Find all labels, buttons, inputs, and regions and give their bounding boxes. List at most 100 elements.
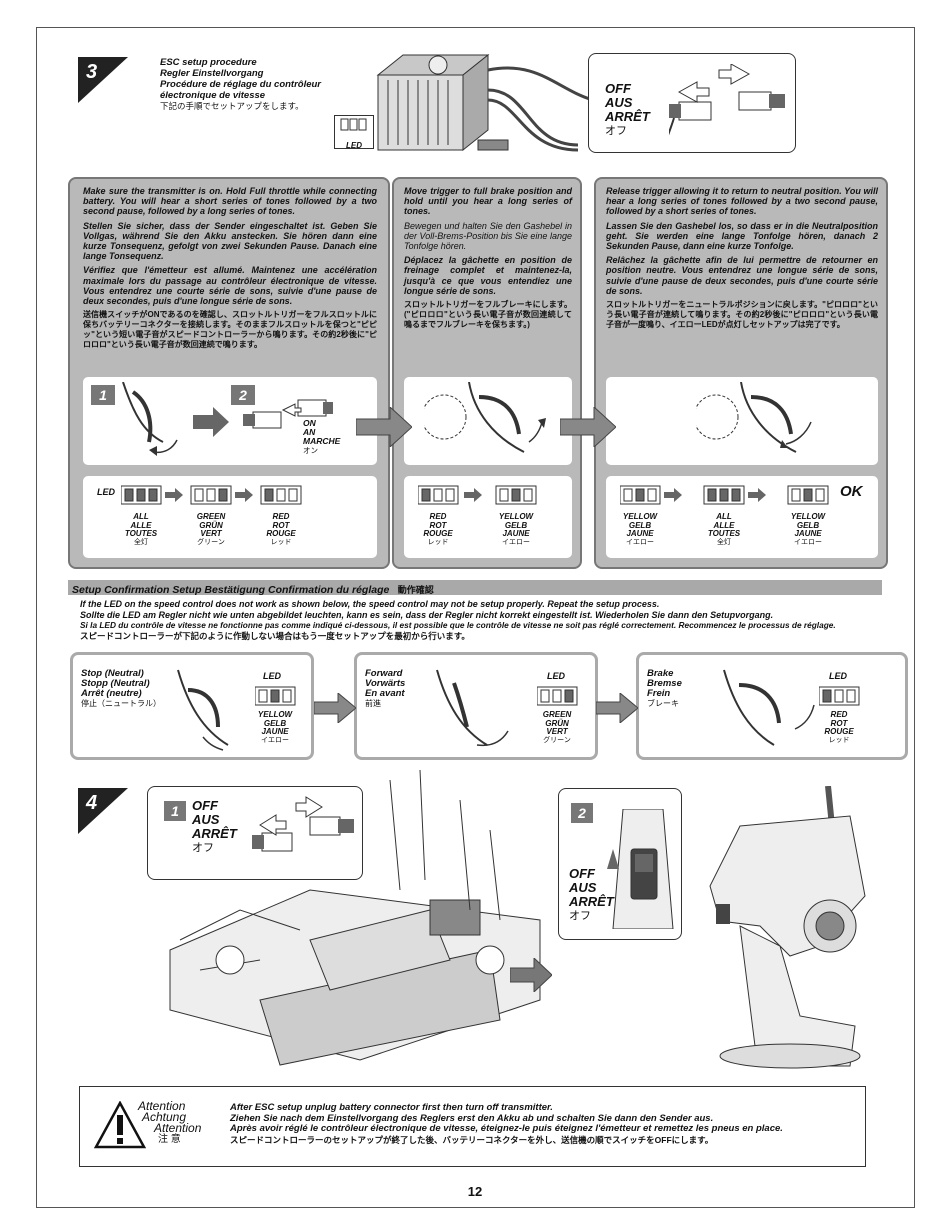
panel2-illustration-box (404, 377, 572, 465)
off-fr: ARRÊT (192, 826, 237, 841)
confirm-title-jp: 動作確認 (397, 585, 434, 595)
label-de: Vorwärts (365, 678, 406, 689)
off-label-group: OFF AUS ARRÊT オフ (605, 82, 650, 138)
attention-text-fr: Après avoir réglé le contrôleur électron… (230, 1123, 783, 1134)
panel3-jp: スロットルトリガーをニュートラルポジションに戻します。"ピロロロ"という長い電子… (606, 300, 878, 329)
substep-1-badge: 1 (164, 801, 186, 821)
panel1-instructions: Make sure the transmitter is on. Hold Fu… (83, 186, 377, 353)
led-group-red (260, 485, 302, 505)
led-en: RED (429, 512, 447, 521)
on-de: AN (303, 427, 316, 437)
off-callout-step3: OFF AUS ARRÊT オフ (588, 53, 796, 153)
setup-panel-2: Move trigger to full brake position and … (392, 177, 582, 569)
led-de: ROT (272, 520, 290, 530)
label-fr: En avant (365, 688, 405, 699)
off-jp: オフ (192, 842, 214, 854)
led-group-green (190, 485, 232, 505)
led-de: ROT (830, 718, 848, 728)
panel3-en: Release trigger allowing it to return to… (606, 186, 878, 217)
attention-words: Attention Achtung Attention 注 意 (138, 1099, 201, 1145)
flow-arrow-2 (560, 407, 616, 447)
step4-switch-callout: 2 OFF AUS ARRÊT オフ (558, 788, 682, 940)
attention-box: Attention Achtung Attention 注 意 After ES… (79, 1086, 866, 1167)
on-en: ON (303, 418, 316, 428)
warning-icon (94, 1101, 146, 1149)
trigger-full-throttle-illustration (122, 382, 178, 456)
led-indicator (819, 686, 860, 706)
led-en: GREEN (196, 512, 226, 521)
on-label-group: ON AN MARCHE オン (303, 418, 341, 456)
setup-panel-1: Make sure the transmitter is on. Hold Fu… (68, 177, 390, 569)
panel3-fr: Relâchez la gâchette afin de lui permett… (606, 255, 878, 296)
step4-off-callout: 1 OFF AUS ARRÊT オフ (147, 786, 363, 880)
panel3-instructions: Release trigger allowing it to return to… (606, 186, 878, 333)
confirm-de: Sollte die LED am Regler nicht wie unten… (80, 609, 774, 620)
title-fr-line2: électronique de vitesse (160, 90, 266, 101)
led-callout-label: LED (346, 141, 362, 150)
panel3-illustration-box (606, 377, 878, 465)
title-de: Regler Einstellvorgang (160, 68, 264, 79)
led-jp: グリーン (543, 736, 571, 744)
led-fr: TOUTES (124, 529, 158, 538)
led-jp: イエロー (626, 538, 654, 546)
led-en: YELLOW (257, 710, 293, 719)
confirm-box-label: Stop (Neutral) Stopp (Neutral) Arrêt (ne… (81, 669, 161, 709)
attention-text-de: Ziehen Sie nach dem Einstellvorgang des … (230, 1112, 714, 1124)
confirm-arrow-1 (314, 693, 356, 723)
off-de: AUS (569, 880, 597, 895)
led-fr: VERT (200, 529, 222, 538)
connector-plug-illustration (243, 399, 333, 429)
trigger-brake-illustration (723, 669, 815, 746)
substep-2-badge: 2 (571, 803, 593, 823)
flow-arrow-1 (356, 407, 412, 447)
off-en: OFF (605, 81, 631, 96)
led-en: ALL (133, 512, 149, 521)
off-en: OFF (192, 798, 218, 813)
panel1-led-sequence (121, 485, 302, 505)
led-jp: イエロー (794, 538, 822, 546)
led-en: YELLOW (790, 512, 826, 521)
off-de: AUS (605, 95, 633, 110)
led-group-yellow-1 (620, 485, 661, 505)
on-fr: MARCHE (303, 436, 341, 446)
substep-1-badge: 1 (91, 385, 115, 405)
led-fr: ROUGE (824, 727, 854, 736)
led-jp: イエロー (502, 538, 530, 546)
panel2-jp: スロットルトリガーをフルブレーキにします。("ピロロロ"という長い電子音が数回連… (404, 300, 572, 329)
label-jp: 前進 (365, 699, 381, 708)
led-word: LED (829, 671, 847, 681)
led-de: ALLE (713, 520, 735, 530)
led-indicator (537, 686, 578, 706)
setup-panel-3: Release trigger allowing it to return to… (594, 177, 888, 569)
step3-title-block: ESC setup procedure Regler Einstellvorga… (160, 57, 321, 112)
label-fr: Arrêt (neutre) (81, 688, 142, 699)
led-en: YELLOW (622, 512, 658, 521)
panel3-led-sequence (620, 485, 829, 505)
led-de: ROT (429, 520, 447, 530)
connector-unplug-illustration (669, 64, 785, 136)
trigger-neutral-illustration (696, 382, 812, 453)
led-en: GREEN (542, 710, 572, 719)
led-de: GELB (504, 520, 528, 530)
on-jp: オン (303, 446, 318, 455)
led-fr: JAUNE (502, 529, 530, 538)
attention-en: Attention (138, 1099, 186, 1113)
trigger-neutral-illustration (177, 669, 229, 751)
panel2-instructions: Move trigger to full brake position and … (404, 186, 572, 333)
title-jp: 下記の手順でセットアップをします。 (160, 101, 304, 111)
off-jp: オフ (569, 910, 591, 922)
led-word: LED (263, 671, 281, 681)
led-fr: ROUGE (266, 529, 296, 538)
led-de: GELB (263, 718, 287, 728)
